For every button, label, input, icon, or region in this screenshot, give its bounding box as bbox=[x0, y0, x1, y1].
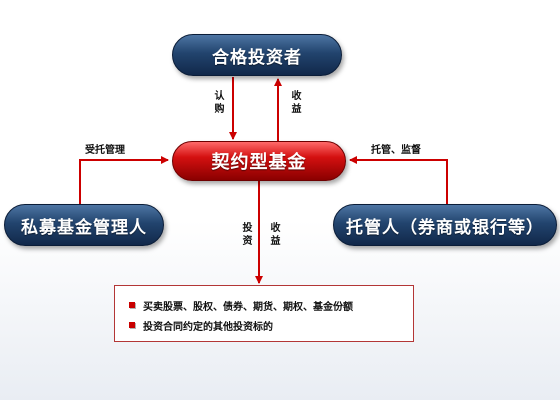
asset-item-text: 买卖股票、股权、债券、期货、期权、基金份额 bbox=[143, 301, 353, 313]
qualified-investor-node: 合格投资者 bbox=[172, 34, 342, 76]
manager-to-fund-arrow bbox=[79, 156, 169, 204]
return-top-label: 收益 bbox=[289, 90, 300, 116]
custody-supervision-label: 托管、监督 bbox=[371, 145, 421, 156]
asset-item-text: 投资合同约定的其他投资标的 bbox=[143, 321, 273, 333]
private-fund-manager-node: 私募基金管理人 bbox=[4, 204, 164, 246]
custodian-node: 托管人（券商或银行等） bbox=[333, 204, 557, 246]
invest-label: 投资 bbox=[240, 222, 251, 248]
custodian-to-fund-arrow bbox=[349, 156, 448, 204]
square-bullet-icon bbox=[129, 302, 135, 308]
contractual-fund-node: 契约型基金 bbox=[172, 141, 346, 181]
square-bullet-icon bbox=[129, 322, 135, 328]
return-bottom-label: 收益 bbox=[268, 222, 279, 248]
subscribe-label: 认购 bbox=[212, 90, 223, 116]
entrusted-management-label: 受托管理 bbox=[85, 145, 125, 156]
list-item: 投资合同约定的其他投资标的 bbox=[129, 315, 403, 335]
investment-scope-box: 买卖股票、股权、债券、期货、期权、基金份额 投资合同约定的其他投资标的 bbox=[114, 285, 414, 342]
list-item: 买卖股票、股权、债券、期货、期权、基金份额 bbox=[129, 295, 403, 315]
